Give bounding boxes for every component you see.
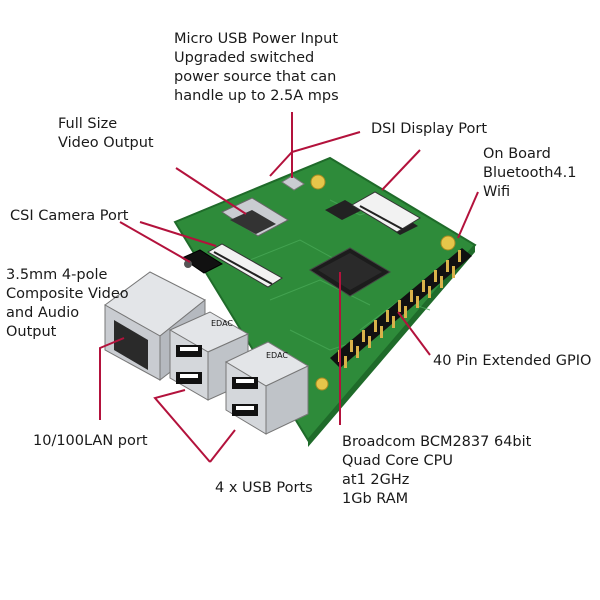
leader-lan: [99, 337, 125, 420]
audio-jack: [180, 249, 224, 274]
gpio-header: [330, 248, 472, 368]
csi-connector: [207, 243, 283, 288]
mounting-hole: [440, 235, 456, 251]
leader-dsi-2: [381, 149, 421, 191]
label-dsi-display: DSI Display Port: [371, 121, 488, 137]
pcb-traces: [249, 199, 431, 351]
leader-usb-b: [209, 429, 236, 463]
usb-brand-text: EDAC: [266, 351, 288, 360]
hdmi-opening: [230, 210, 276, 234]
leader-lines: [99, 112, 479, 463]
label-composite-audio: 3.5mm 4-pole Composite Video and Audio O…: [6, 267, 129, 340]
label-soc: Broadcom BCM2837 64bit Quad Core CPU at1…: [342, 434, 532, 507]
leader-dsi: [269, 131, 361, 177]
soc-chip-top: [318, 253, 382, 290]
leader-audio: [119, 221, 191, 263]
leader-gpio: [397, 311, 431, 356]
label-bluetooth-wifi: On Board Bluetooth4.1 Wifi: [483, 146, 577, 200]
leader-bluetooth: [457, 191, 479, 239]
micro-usb-connector: [281, 175, 305, 191]
label-csi-camera: CSI Camera Port: [10, 208, 129, 224]
label-full-size-video: Full Size Video Output: [58, 116, 154, 151]
csi-slot: [213, 251, 273, 285]
label-lan: 10/100LAN port: [33, 433, 148, 449]
dsi-slot: [359, 205, 405, 231]
leader-usb-a: [153, 389, 211, 463]
label-usb-ports: 4 x USB Ports: [215, 480, 313, 496]
label-gpio: 40 Pin Extended GPIO: [433, 353, 592, 369]
mounting-hole: [315, 377, 329, 391]
dsi-connector: [351, 191, 421, 233]
label-micro-usb: Micro USB Power Input Upgraded switched …: [174, 31, 339, 104]
leader-hdmi: [175, 167, 247, 215]
mounting-hole: [310, 174, 326, 190]
usb-brand-text: EDAC: [211, 319, 233, 328]
leader-csi: [139, 221, 217, 247]
usb-stack-2: [224, 341, 310, 435]
pcb-edge: [308, 245, 475, 447]
